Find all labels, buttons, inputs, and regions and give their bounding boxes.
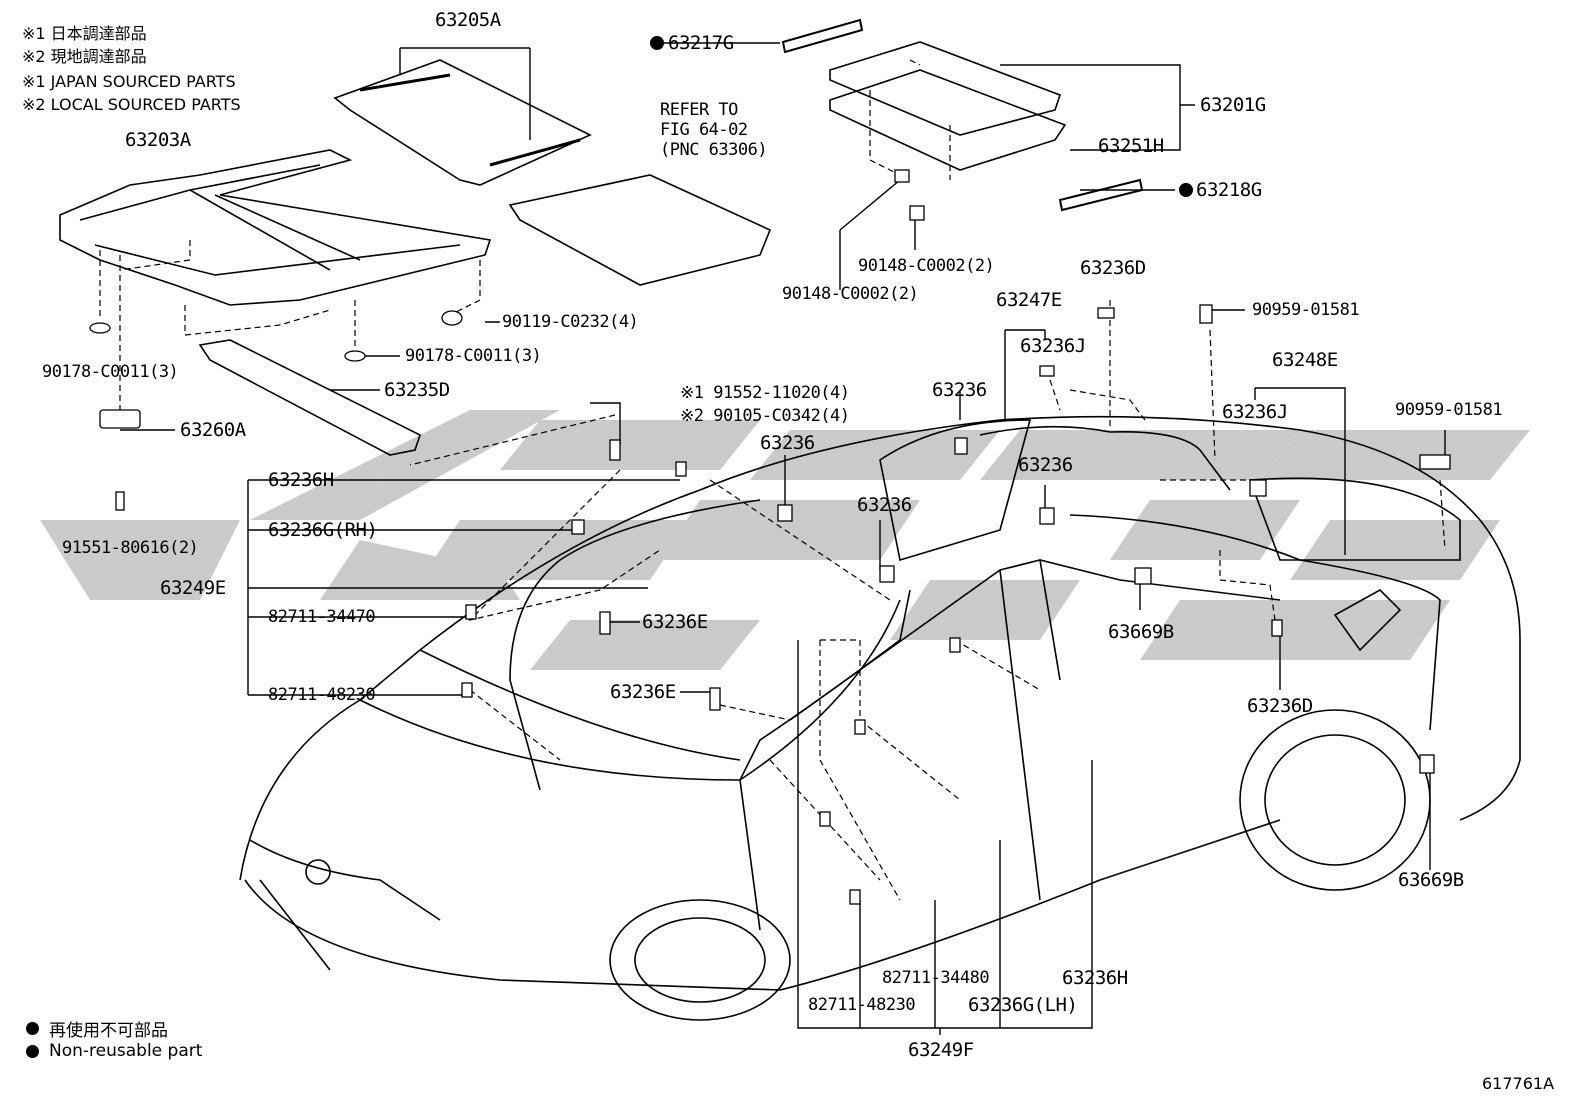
bullet-icon xyxy=(26,1044,39,1058)
bullet-icon xyxy=(26,1022,39,1035)
part-label-63236G-RH[interactable]: 63236G(RH) xyxy=(268,519,378,541)
part-label-90959-01581-right[interactable]: 90959-01581 xyxy=(1395,400,1503,420)
part-label-63236E-lower[interactable]: 63236E xyxy=(610,681,676,703)
fasteners xyxy=(89,169,1451,905)
note-local-sourced-jp: ※2 現地調達部品 xyxy=(22,47,147,66)
line-art xyxy=(59,18,1521,1021)
part-label-63201G[interactable]: 63201G xyxy=(1200,94,1266,116)
bracket-lines xyxy=(120,42,1446,1035)
part-label-63236-pillar[interactable]: 63236 xyxy=(857,494,912,516)
part-label-63247E[interactable]: 63247E xyxy=(996,289,1062,311)
refer-line-3: (PNC 63306) xyxy=(660,140,768,160)
part-label-63236-roof-mid[interactable]: 63236 xyxy=(1018,454,1073,476)
part-label-63236D-top[interactable]: 63236D xyxy=(1080,257,1146,279)
part-label-63236J-right[interactable]: 63236J xyxy=(1222,401,1288,423)
part-label-63236G-LH[interactable]: 63236G(LH) xyxy=(968,994,1078,1016)
part-label-90178-c0011-left[interactable]: 90178-C0011(3) xyxy=(42,362,179,382)
part-label-63236D-lower[interactable]: 63236D xyxy=(1247,695,1313,717)
part-label-90105-c0342[interactable]: ※2 90105-C0342(4) xyxy=(680,406,850,426)
part-label-63249F[interactable]: 63249F xyxy=(908,1039,974,1061)
part-label-82711-34470-left[interactable]: 82711-34470 xyxy=(268,607,376,627)
part-label-63236H-right[interactable]: 63236H xyxy=(1062,967,1128,989)
part-label-90148-c0002-lower[interactable]: 90148-C0002(2) xyxy=(782,284,919,304)
legend-non-reusable-jp: 再使用不可部品 xyxy=(26,1016,168,1041)
legend-non-reusable-en: Non-reusable part xyxy=(26,1041,202,1061)
part-label-63236-roof-rear[interactable]: 63236 xyxy=(932,379,987,401)
legend-jp-text: 再使用不可部品 xyxy=(49,1021,168,1041)
note-japan-sourced-en: ※1 JAPAN SOURCED PARTS xyxy=(22,72,236,91)
part-label-63235D[interactable]: 63235D xyxy=(384,379,450,401)
part-label-90959-01581-top[interactable]: 90959-01581 xyxy=(1252,300,1360,320)
part-label-63248E[interactable]: 63248E xyxy=(1272,349,1338,371)
part-label-63249E[interactable]: 63249E xyxy=(160,577,226,599)
refer-line-1: REFER TO xyxy=(660,100,738,120)
note-local-sourced-en: ※2 LOCAL SOURCED PARTS xyxy=(22,95,241,114)
part-label-63669B-lower[interactable]: 63669B xyxy=(1398,869,1464,891)
part-label-90148-c0002-upper[interactable]: 90148-C0002(2) xyxy=(858,256,995,276)
part-label-63218G[interactable]: 63218G xyxy=(1196,179,1262,201)
part-label-63236E-upper[interactable]: 63236E xyxy=(642,611,708,633)
part-label-90178-c0011-right[interactable]: 90178-C0011(3) xyxy=(405,346,542,366)
legend-en-text: Non-reusable part xyxy=(49,1041,203,1061)
part-label-82711-48230-bottom[interactable]: 82711-48230 xyxy=(808,995,916,1015)
note-japan-sourced-jp: ※1 日本調達部品 xyxy=(22,24,147,43)
part-label-91551-80616[interactable]: 91551-80616(2) xyxy=(62,538,199,558)
part-label-82711-34480[interactable]: 82711-34480 xyxy=(882,968,990,988)
part-label-82711-48230-left[interactable]: 82711-48230 xyxy=(268,685,376,705)
part-label-63669B-upper[interactable]: 63669B xyxy=(1108,621,1174,643)
part-label-63236J-left[interactable]: 63236J xyxy=(1020,335,1086,357)
part-label-63260A[interactable]: 63260A xyxy=(180,419,246,441)
part-label-63236-roof-front[interactable]: 63236 xyxy=(760,432,815,454)
part-label-63217G[interactable]: 63217G xyxy=(668,32,734,54)
part-label-90119-c0232[interactable]: 90119-C0232(4) xyxy=(502,312,639,332)
part-label-63203A[interactable]: 63203A xyxy=(125,129,191,151)
refer-line-2: FIG 64-02 xyxy=(660,120,748,140)
part-label-63251H[interactable]: 63251H xyxy=(1098,135,1164,157)
part-label-63236H-left[interactable]: 63236H xyxy=(268,469,334,491)
figure-id: 617761A xyxy=(1482,1074,1555,1093)
part-label-91552-11020[interactable]: ※1 91552-11020(4) xyxy=(680,383,850,403)
non-reusable-markers xyxy=(650,36,1193,197)
part-label-63205A[interactable]: 63205A xyxy=(435,9,501,31)
watermark-logo xyxy=(40,410,1530,670)
